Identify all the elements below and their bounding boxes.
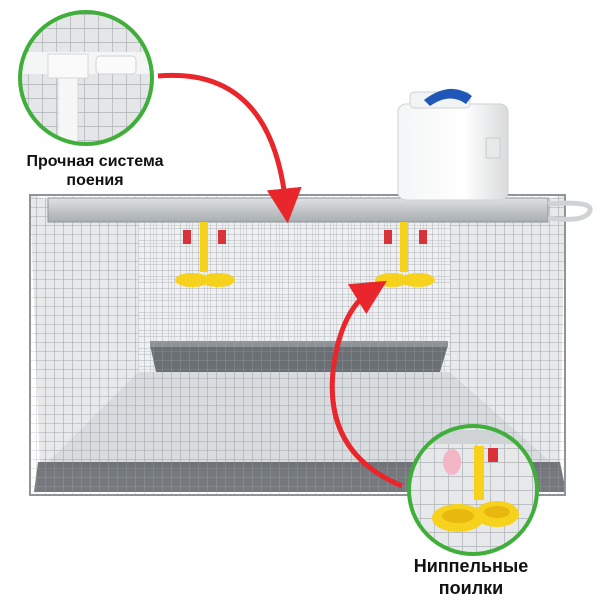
callout-arrow-bottom [329, 280, 403, 489]
watering-system-label-line2: поения [66, 172, 124, 190]
water-canister [397, 88, 509, 201]
watering-system-label-line1: Прочная система [26, 153, 164, 170]
nipple-drinkers-label-line2: поилки [438, 577, 504, 598]
nipple-drinkers-label: Ниппельные поилки [376, 556, 566, 599]
piping-detail-inset [18, 10, 154, 146]
nipple-drinker-right [375, 222, 435, 287]
nipple-drinkers-label-line1: Ниппельные [413, 556, 529, 576]
callout-arrow-top [157, 72, 302, 224]
nipple-drinker-left [175, 222, 235, 287]
watering-system-label: Прочная система поения [0, 152, 190, 190]
nipple-detail-inset [407, 424, 539, 556]
top-steel-tray [47, 197, 593, 223]
